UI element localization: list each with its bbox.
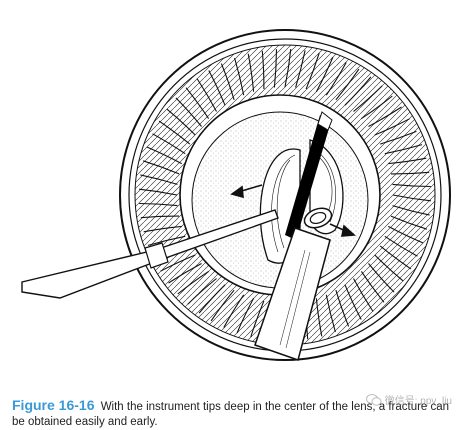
iris-fold — [353, 278, 374, 312]
iris-fold — [392, 205, 430, 216]
iris-fold — [210, 289, 235, 322]
iris-fold — [146, 146, 182, 165]
iris-fold — [390, 215, 428, 230]
wechat-icon — [365, 393, 382, 406]
iris-fold — [325, 294, 336, 333]
iris-fold — [335, 68, 360, 101]
iris-fold — [247, 53, 255, 92]
iris-fold — [273, 49, 278, 88]
manipulator-collar — [144, 242, 169, 269]
iris-fold — [384, 144, 423, 155]
iris-fold — [388, 157, 427, 165]
iris-fold — [208, 70, 226, 106]
iris-fold — [166, 108, 196, 136]
iris-fold — [142, 160, 180, 175]
iris-fold — [234, 57, 245, 96]
iris-fold — [198, 284, 226, 314]
iris-folds — [139, 49, 431, 341]
iris-fold — [295, 50, 306, 88]
iris-fold — [261, 50, 265, 90]
iris-fold — [236, 298, 255, 334]
iris-fold — [344, 284, 362, 320]
iris-fold — [147, 235, 186, 246]
iris-fold — [325, 62, 347, 96]
iris-fold — [374, 254, 404, 282]
iris-fold — [335, 290, 350, 327]
iris-fold — [344, 76, 372, 106]
lens-fracture-illustration — [21, 29, 451, 361]
iris-fold — [158, 120, 191, 145]
phaco-probe-shaft — [254, 227, 331, 361]
iris-fold — [160, 254, 196, 272]
iris-fold — [392, 194, 431, 202]
separation-arrow-right — [329, 223, 356, 237]
iris-fold — [152, 133, 186, 155]
iris-fold — [223, 294, 245, 328]
iris-fold — [388, 225, 424, 244]
iris-fold — [384, 235, 418, 257]
iris-fold — [196, 78, 217, 112]
iris-fold — [284, 49, 292, 88]
iris-fold — [361, 95, 393, 120]
iris-fold — [380, 130, 417, 145]
iris-fold — [250, 300, 265, 338]
iris-fold — [368, 263, 395, 293]
iris-fold — [185, 87, 210, 119]
iris-fold — [177, 270, 209, 295]
iris-fold — [392, 183, 431, 188]
iris-fold — [175, 97, 202, 127]
iris-fold — [374, 118, 410, 136]
iris-fold — [353, 85, 383, 112]
chopper-tip — [317, 111, 333, 131]
iris-fold — [140, 215, 180, 219]
iris-fold — [379, 245, 412, 270]
iris-fold — [220, 63, 235, 100]
iris-fold — [368, 106, 402, 127]
iris-fold — [187, 278, 217, 305]
watermark-text: 微信号: ppv_liu — [384, 396, 452, 407]
iris-fold — [140, 174, 178, 185]
iris-fold — [315, 56, 334, 92]
iris-fold — [139, 202, 178, 207]
iris-fold — [390, 171, 430, 175]
figure-label: Figure 16-16 — [12, 396, 95, 413]
watermark: 微信号: ppv_liu — [365, 392, 452, 407]
iris-fold — [168, 263, 202, 284]
iris-fold — [139, 188, 178, 196]
iris-fold — [143, 225, 182, 233]
phaco-probe-shading — [279, 249, 311, 349]
iris-fold — [315, 298, 323, 337]
iris-fold — [360, 271, 385, 303]
phaco-probe-opening — [309, 211, 327, 225]
separation-arrow-left — [230, 184, 263, 199]
lens-fracture-line — [285, 115, 330, 240]
iris-fold — [305, 52, 320, 90]
